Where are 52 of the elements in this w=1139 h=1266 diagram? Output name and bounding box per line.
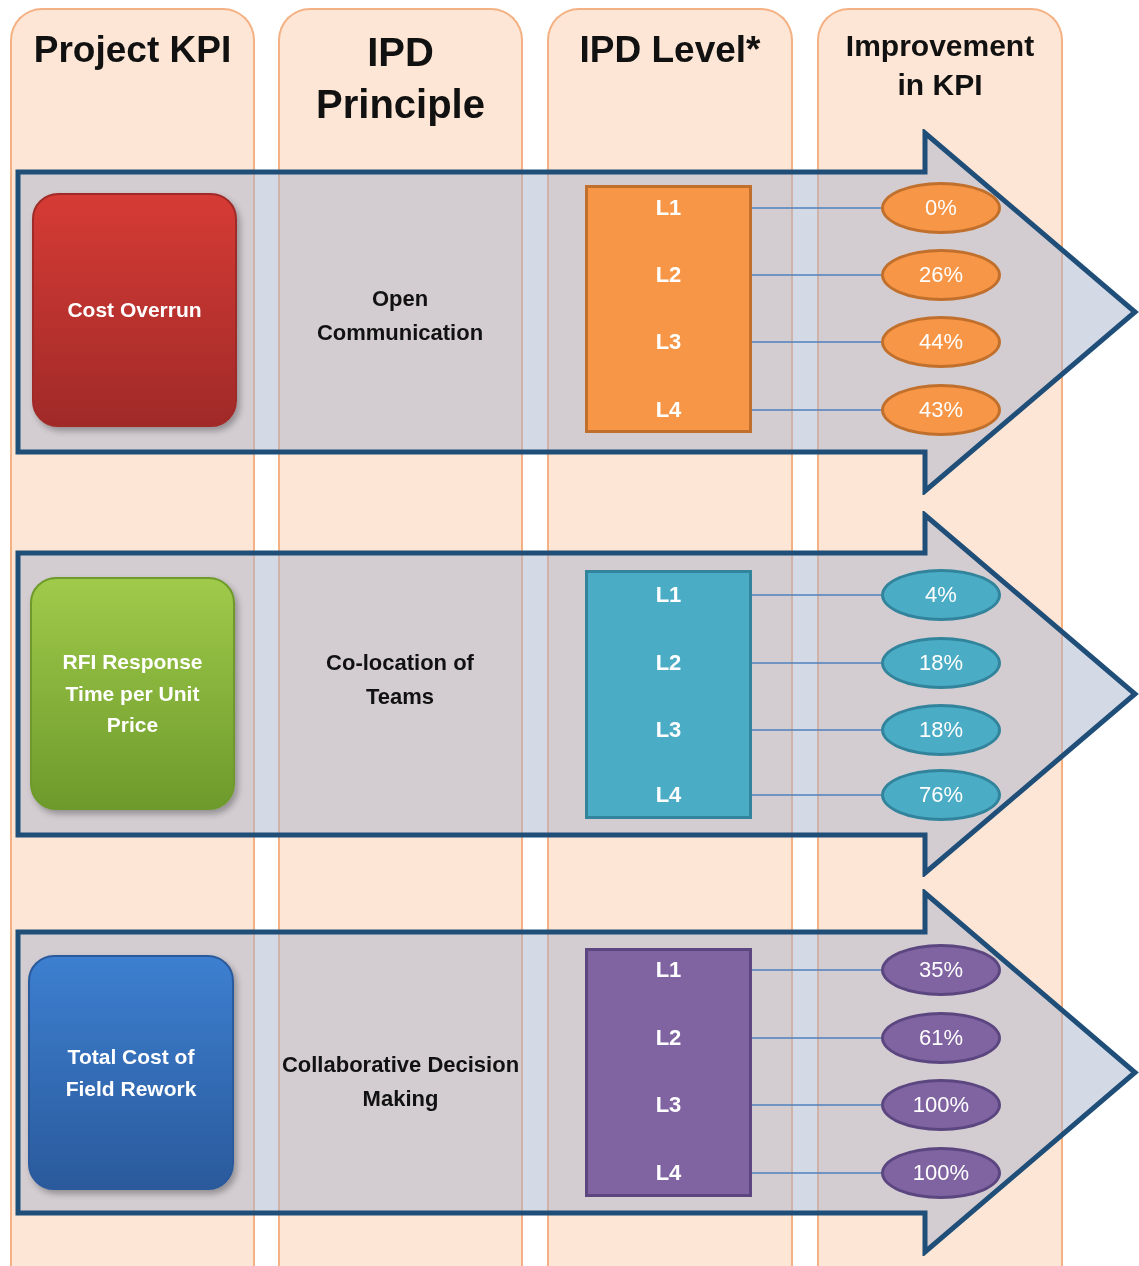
percentage-value: 43% xyxy=(918,397,963,423)
kpi-box xyxy=(28,955,234,1190)
connector-line xyxy=(751,662,882,664)
connector-line xyxy=(751,409,882,411)
column-heading: Improvement in KPI xyxy=(844,28,1036,103)
level-label: L2 xyxy=(654,262,683,288)
level-label: L3 xyxy=(654,1092,683,1118)
level-label: L2 xyxy=(654,1025,683,1051)
level-label: L3 xyxy=(654,329,683,355)
level-label: L1 xyxy=(654,195,683,221)
level-box xyxy=(585,185,752,433)
connector-line xyxy=(751,341,882,343)
connector-line xyxy=(751,1104,882,1106)
percentage-value: 4% xyxy=(925,582,957,608)
connector-line xyxy=(751,274,882,276)
level-box xyxy=(585,570,752,819)
percentage-value: 0% xyxy=(925,195,957,221)
level-label: L3 xyxy=(654,717,683,743)
connector-line xyxy=(751,969,882,971)
kpi-text: Cost Overrun xyxy=(66,297,203,324)
principle-text: Open Communication xyxy=(315,285,485,348)
connector-line xyxy=(751,594,882,596)
principle-text: Co-location of Teams xyxy=(325,649,475,712)
level-label: L1 xyxy=(654,957,683,983)
connector-line xyxy=(751,794,882,796)
connector-line xyxy=(751,729,882,731)
percentage-value: 35% xyxy=(918,957,963,983)
percentage-value: 26% xyxy=(918,262,963,288)
kpi-text: RFI Response Time per Unit Price xyxy=(61,649,204,739)
level-label: L4 xyxy=(654,397,683,423)
kpi-box xyxy=(30,577,235,810)
kpi-text: Total Cost of Field Rework xyxy=(64,1044,198,1102)
connector-line xyxy=(751,1172,882,1174)
kpi-box xyxy=(32,193,237,427)
connector-line xyxy=(751,207,882,209)
level-label: L4 xyxy=(654,782,683,808)
level-label: L4 xyxy=(654,1160,683,1186)
level-label: L2 xyxy=(654,650,683,676)
principle-text: Collaborative Decision Making xyxy=(280,1051,521,1114)
column-heading: Project KPI xyxy=(32,28,233,72)
percentage-value: 18% xyxy=(918,650,963,676)
percentage-value: 61% xyxy=(918,1025,963,1051)
percentage-value: 100% xyxy=(912,1092,970,1118)
percentage-value: 44% xyxy=(918,329,963,355)
connector-line xyxy=(751,1037,882,1039)
column-heading: IPD Principle xyxy=(315,29,486,128)
percentage-value: 100% xyxy=(912,1160,970,1186)
level-label: L1 xyxy=(654,582,683,608)
percentage-value: 18% xyxy=(918,717,963,743)
percentage-value: 76% xyxy=(918,782,963,808)
level-box xyxy=(585,948,752,1197)
column-heading: IPD Level* xyxy=(578,28,762,72)
